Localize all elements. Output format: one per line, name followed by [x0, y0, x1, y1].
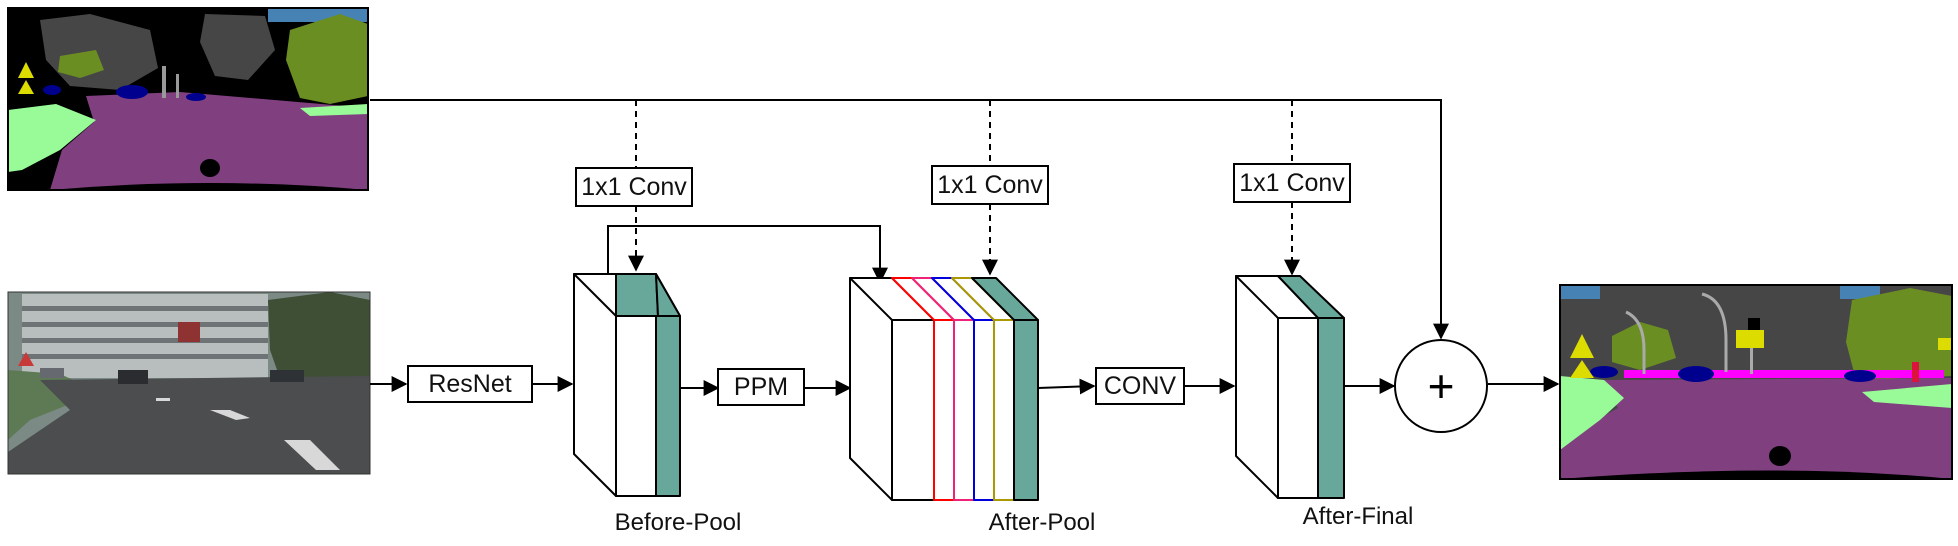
after-pool-block — [849, 277, 1039, 501]
sum-node: + — [1394, 339, 1488, 433]
skip-connection-top — [370, 99, 1449, 340]
label-map-image — [7, 7, 369, 191]
conv1x1-node-c: 1x1 Conv — [1233, 163, 1351, 203]
plus-icon: + — [1428, 360, 1455, 412]
resnet-label: ResNet — [428, 370, 511, 398]
conv1x1-node-b: 1x1 Conv — [931, 165, 1049, 205]
ppm-label: PPM — [734, 373, 788, 401]
conv1x1-label-c: 1x1 Conv — [1239, 169, 1345, 197]
caption-after-final: After-Final — [1303, 503, 1414, 530]
conv-label: CONV — [1104, 372, 1177, 400]
before-pool-block — [573, 273, 681, 497]
skip-connection-pool — [607, 225, 888, 290]
conv1x1-label-b: 1x1 Conv — [937, 171, 1043, 199]
caption-after-pool: After-Pool — [989, 509, 1096, 536]
conv1x1-label-a: 1x1 Conv — [581, 173, 687, 201]
arrow-afterpool-conv — [1037, 378, 1096, 395]
conv-node: CONV — [1095, 367, 1185, 405]
input-photo — [7, 291, 371, 475]
caption-before-pool: Before-Pool — [615, 509, 742, 536]
ppm-node: PPM — [717, 368, 805, 406]
output-segmentation — [1559, 284, 1953, 480]
resnet-node: ResNet — [407, 365, 533, 403]
after-final-block — [1235, 275, 1345, 499]
conv1x1-node-a: 1x1 Conv — [575, 167, 693, 207]
